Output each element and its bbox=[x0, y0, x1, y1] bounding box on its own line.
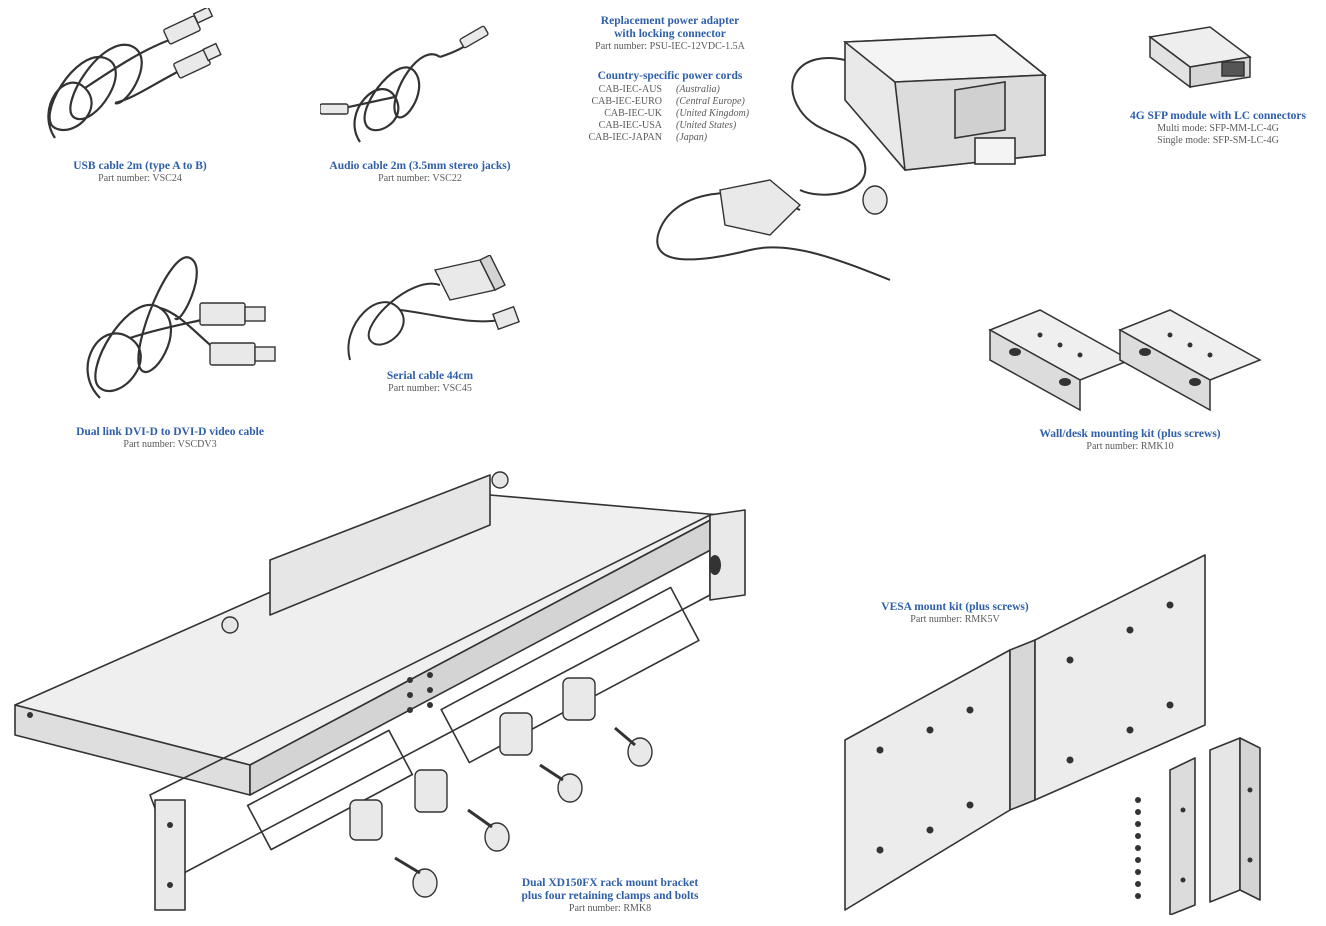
serial-cable-part-number: Part number: VSC45 bbox=[388, 383, 472, 395]
dvi-cable-label: Dual link DVI-D to DVI-D video cable Par… bbox=[40, 426, 300, 451]
power-cord-code: CAB-IEC-AUS bbox=[598, 84, 662, 95]
sfp-single-mode-part: Single mode: SFP-SM-LC-4G bbox=[1157, 134, 1279, 146]
power-cord-region: (Central Europe) bbox=[676, 96, 745, 107]
sfp-module-label: 4G SFP module with LC connectors Multi m… bbox=[1110, 110, 1326, 146]
power-adapter-part-number: Part number: PSU-IEC-12VDC-1.5A bbox=[595, 41, 745, 53]
power-cord-row: CAB-IEC-AUS (Australia) bbox=[570, 84, 749, 96]
usb-cable-illustration bbox=[47, 8, 222, 139]
wall-mount-brackets-illustration bbox=[988, 309, 1262, 412]
rack-mount-bracket-illustration bbox=[14, 471, 746, 911]
power-cord-row: CAB-IEC-UK (United Kingdom) bbox=[570, 108, 749, 120]
sfp-module-title: 4G SFP module with LC connectors bbox=[1129, 110, 1306, 122]
power-cord-row: CAB-IEC-EURO (Central Europe) bbox=[570, 96, 749, 108]
dvi-cable-part-number: Part number: VSCDV3 bbox=[123, 439, 217, 451]
vesa-mount-kit-part-number: Part number: RMK5V bbox=[910, 614, 1000, 626]
sfp-module-illustration bbox=[1148, 26, 1252, 89]
power-cord-code: CAB-IEC-UK bbox=[604, 108, 662, 119]
usb-cable-label: USB cable 2m (type A to B) Part number: … bbox=[20, 160, 260, 185]
power-cords-title: Country-specific power cords bbox=[597, 70, 743, 82]
power-cord-region: (Australia) bbox=[676, 84, 720, 95]
power-adapter-label: Replacement power adapter with locking c… bbox=[555, 15, 785, 53]
usb-cable-title: USB cable 2m (type A to B) bbox=[73, 160, 207, 172]
vesa-mount-kit-title: VESA mount kit (plus screws) bbox=[881, 601, 1029, 613]
power-cord-code: CAB-IEC-JAPAN bbox=[588, 132, 662, 143]
dvi-cable-title: Dual link DVI-D to DVI-D video cable bbox=[76, 426, 264, 438]
audio-cable-illustration bbox=[320, 25, 489, 143]
audio-cable-title: Audio cable 2m (3.5mm stereo jacks) bbox=[329, 160, 511, 172]
serial-cable-illustration bbox=[347, 255, 520, 361]
power-cord-row: CAB-IEC-JAPAN (Japan) bbox=[570, 132, 749, 144]
rack-mount-bracket-part-number: Part number: RMK8 bbox=[568, 903, 652, 915]
power-cord-row: CAB-IEC-USA (United States) bbox=[570, 120, 749, 132]
sfp-multi-mode-part: Multi mode: SFP-MM-LC-4G bbox=[1157, 123, 1279, 135]
dvi-cable-illustration bbox=[86, 256, 276, 399]
wall-mount-kit-label: Wall/desk mounting kit (plus screws) Par… bbox=[1010, 428, 1250, 453]
usb-cable-part-number: Part number: VSC24 bbox=[98, 173, 182, 185]
power-adapter-title-line2: with locking connector bbox=[614, 28, 726, 41]
audio-cable-part-number: Part number: VSC22 bbox=[378, 173, 462, 185]
audio-cable-label: Audio cable 2m (3.5mm stereo jacks) Part… bbox=[300, 160, 540, 185]
power-cord-code: CAB-IEC-USA bbox=[598, 120, 662, 131]
rack-mount-bracket-label: Dual XD150FX rack mount bracket plus fou… bbox=[490, 877, 730, 915]
power-cords-title-block: Country-specific power cords bbox=[555, 70, 785, 83]
power-cord-region: (United Kingdom) bbox=[676, 108, 750, 119]
wall-mount-kit-title: Wall/desk mounting kit (plus screws) bbox=[1039, 428, 1221, 440]
wall-mount-kit-part-number: Part number: RMK10 bbox=[1086, 441, 1174, 453]
vesa-mount-kit-label: VESA mount kit (plus screws) Part number… bbox=[855, 601, 1055, 626]
power-adapter-title-line1: Replacement power adapter bbox=[600, 15, 740, 27]
power-cord-region: (United States) bbox=[676, 120, 737, 131]
rack-mount-bracket-title-line2: plus four retaining clamps and bolts bbox=[521, 890, 699, 903]
rack-mount-bracket-title-line1: Dual XD150FX rack mount bracket bbox=[521, 877, 699, 889]
power-adapter-illustration bbox=[656, 34, 1048, 281]
vesa-mount-illustration bbox=[844, 554, 1261, 915]
power-cord-region: (Japan) bbox=[676, 132, 708, 143]
serial-cable-label: Serial cable 44cm Part number: VSC45 bbox=[360, 370, 500, 395]
serial-cable-title: Serial cable 44cm bbox=[386, 370, 474, 382]
power-cord-code: CAB-IEC-EURO bbox=[591, 96, 662, 107]
power-cords-list: CAB-IEC-AUS (Australia) CAB-IEC-EURO (Cent… bbox=[570, 84, 749, 144]
